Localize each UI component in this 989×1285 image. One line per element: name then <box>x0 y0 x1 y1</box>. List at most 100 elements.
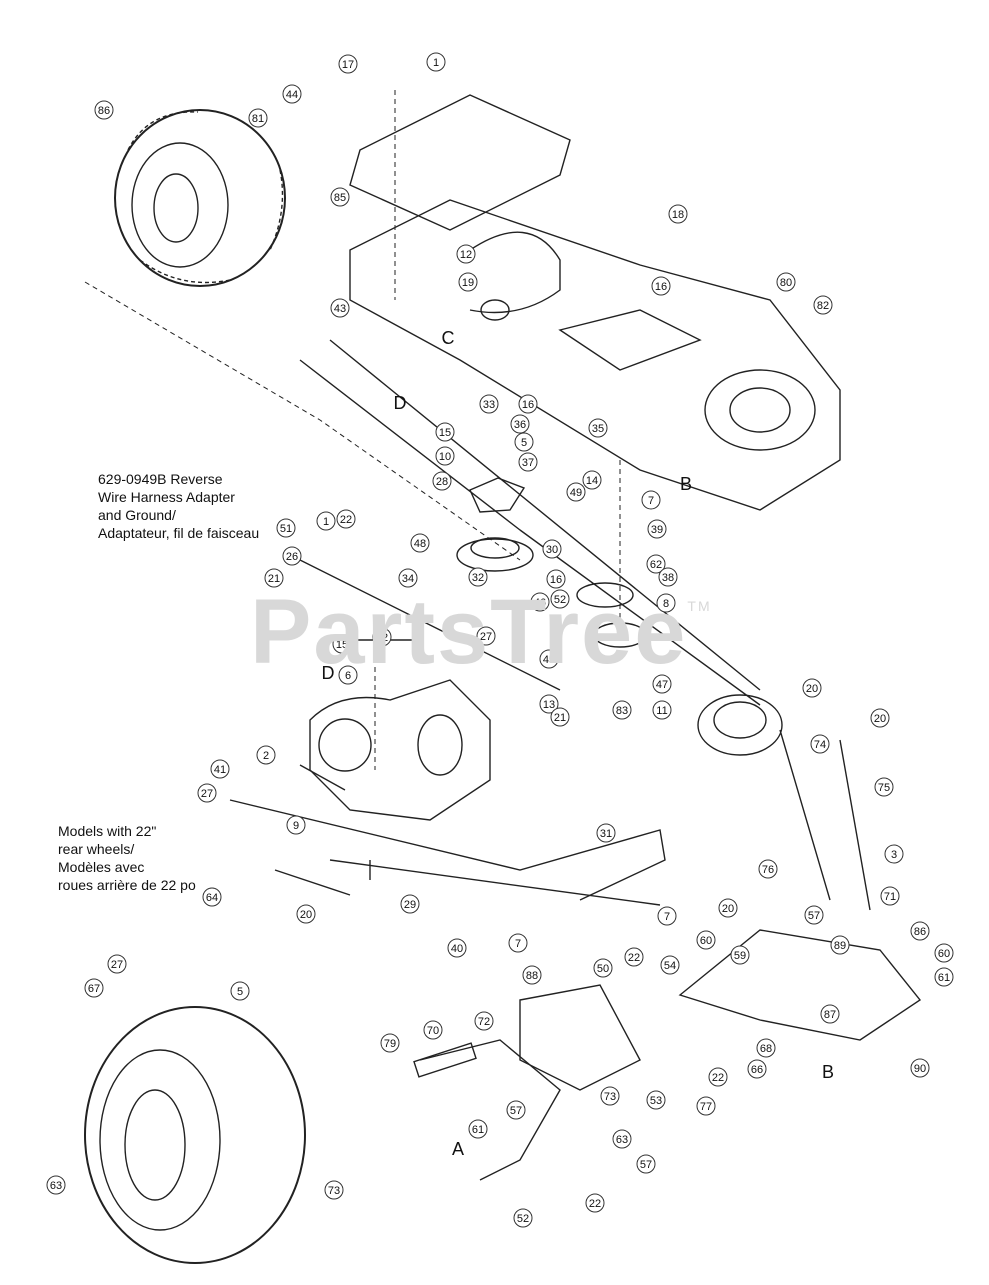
leader-lines <box>84 90 621 770</box>
callout-number: 88 <box>526 970 538 982</box>
callout-number: 1 <box>323 516 329 528</box>
callout-number: 61 <box>472 1124 484 1136</box>
callout-circle <box>330 187 350 207</box>
callout-circle <box>804 905 824 925</box>
callout-2: 2 <box>256 745 276 765</box>
callout-67: 67 <box>84 978 104 998</box>
callout-50: 50 <box>593 958 613 978</box>
callout-5: 5 <box>514 432 534 452</box>
callout-28: 28 <box>432 471 452 491</box>
callout-d: D <box>322 663 335 683</box>
callout-number: 67 <box>88 983 100 995</box>
callout-number: 26 <box>286 551 298 563</box>
callout-number: 1 <box>433 57 439 69</box>
callout-circle <box>651 276 671 296</box>
callout-52: 52 <box>550 589 570 609</box>
callout-circle <box>248 108 268 128</box>
callout-circle <box>398 568 418 588</box>
callout-number: 28 <box>436 476 448 488</box>
callout-63: 63 <box>612 1129 632 1149</box>
callout-number: 20 <box>806 683 818 695</box>
callout-number: 50 <box>597 963 609 975</box>
callout-number: 29 <box>404 899 416 911</box>
callout-75: 75 <box>874 777 894 797</box>
callout-27: 27 <box>476 626 496 646</box>
callout-number: 57 <box>510 1105 522 1117</box>
callout-circle <box>332 634 352 654</box>
callout-59: 59 <box>730 945 750 965</box>
callout-number: 30 <box>546 544 558 556</box>
callout-number: 2 <box>263 750 269 762</box>
callout-40: 40 <box>447 938 467 958</box>
callout-number: 27 <box>201 788 213 800</box>
callout-48: 48 <box>410 533 430 553</box>
line-art <box>84 90 922 1264</box>
callout-circle <box>641 490 661 510</box>
callout-number: 7 <box>648 495 654 507</box>
drive-pulleys <box>299 339 783 756</box>
callout-number: 27 <box>480 631 492 643</box>
callout-43: 43 <box>330 298 350 318</box>
callout-64: 64 <box>202 887 222 907</box>
callout-circle <box>758 859 778 879</box>
callout-circle <box>624 947 644 967</box>
callout-circle <box>513 1208 533 1228</box>
axle-and-rods <box>229 559 871 911</box>
harness-note: 629-0949B Reverse Wire Harness Adapter a… <box>98 471 260 541</box>
callout-circle <box>660 955 680 975</box>
callout-circle <box>458 272 478 292</box>
callout-10: 10 <box>435 446 455 466</box>
callout-circle <box>880 886 900 906</box>
callout-88: 88 <box>522 965 542 985</box>
callout-circle <box>718 898 738 918</box>
callout-60: 60 <box>696 930 716 950</box>
transaxle <box>309 679 491 821</box>
callout-number: 7 <box>664 911 670 923</box>
callout-number: 63 <box>50 1180 62 1192</box>
callout-27: 27 <box>197 783 217 803</box>
callout-number: 77 <box>700 1101 712 1113</box>
callout-circle <box>338 665 358 685</box>
callout-31: 31 <box>596 823 616 843</box>
callout-circle <box>476 626 496 646</box>
callout-47: 47 <box>652 674 672 694</box>
callout-circle <box>530 592 550 612</box>
callout-circle <box>668 204 688 224</box>
callout-79: 79 <box>380 1033 400 1053</box>
callout-71: 71 <box>880 886 900 906</box>
callout-5: 5 <box>230 981 250 1001</box>
callout-circle <box>435 446 455 466</box>
callout-72: 72 <box>474 1011 494 1031</box>
callout-number: 73 <box>328 1185 340 1197</box>
callout-circle <box>566 482 586 502</box>
callout-37: 37 <box>518 452 538 472</box>
wheels-note: Models with 22" rear wheels/ Modèles ave… <box>58 823 196 893</box>
callout-41: 41 <box>210 759 230 779</box>
callout-circle <box>84 978 104 998</box>
callout-1: 1 <box>316 511 336 531</box>
callout-circle <box>282 84 302 104</box>
callout-30: 30 <box>542 539 562 559</box>
callout-number: 34 <box>402 573 414 585</box>
callout-20: 20 <box>802 678 822 698</box>
callout-number: 81 <box>252 113 264 125</box>
callout-29: 29 <box>400 894 420 914</box>
callout-7: 7 <box>641 490 661 510</box>
callout-number: 16 <box>655 281 667 293</box>
callout-46: 46 <box>530 592 550 612</box>
callout-number: 86 <box>98 105 110 117</box>
callout-85: 85 <box>330 187 350 207</box>
callout-number: 87 <box>824 1009 836 1021</box>
callout-53: 53 <box>646 1090 666 1110</box>
callout-circle <box>514 432 534 452</box>
callout-21: 21 <box>264 568 284 588</box>
callout-number: 16 <box>522 399 534 411</box>
callout-circle <box>400 894 420 914</box>
callout-62: 62 <box>646 554 666 574</box>
callout-circle <box>696 930 716 950</box>
callout-number: 32 <box>472 572 484 584</box>
callout-3: 3 <box>884 844 904 864</box>
